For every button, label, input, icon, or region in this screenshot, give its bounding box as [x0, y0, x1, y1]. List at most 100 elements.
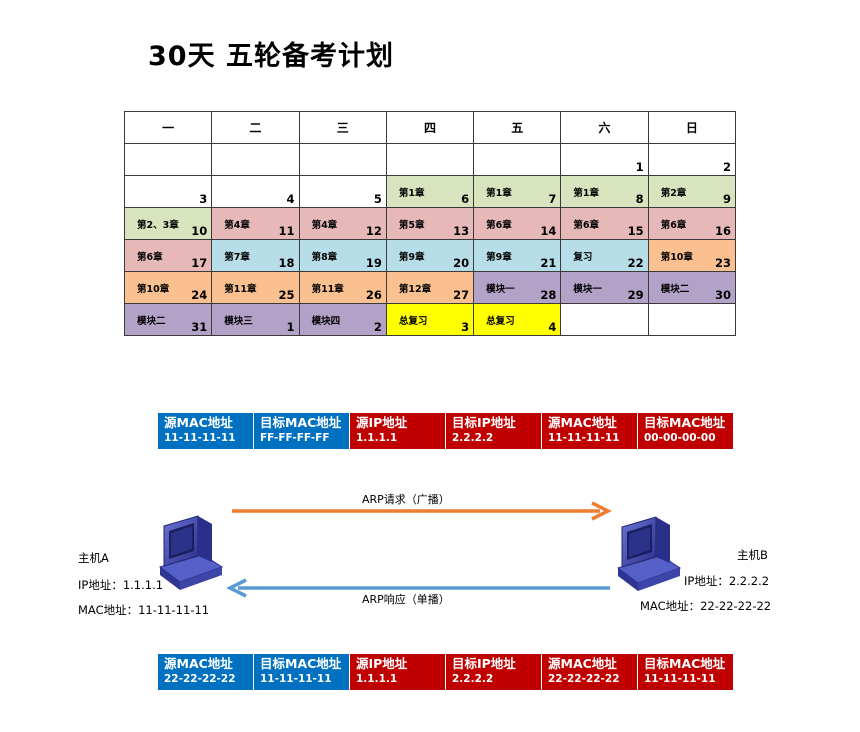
computer-icon	[617, 516, 681, 592]
study-topic-label: 模块四	[311, 316, 341, 327]
arp-reply-packet: 源MAC地址 22-22-22-22 目标MAC地址 11-11-11-11 源IP地址…	[158, 654, 733, 690]
weekday-header: 二	[211, 111, 300, 144]
study-topic-label: 第6章	[573, 220, 600, 231]
study-topic-label: 模块一	[573, 284, 602, 295]
study-topic-label: 模块一	[486, 284, 515, 295]
field-value: 11-11-11-11	[260, 673, 332, 685]
calendar-day-cell: 模块一 29	[560, 271, 649, 304]
calendar-day-cell: 1	[560, 143, 649, 176]
day-number: 5	[373, 192, 382, 206]
field-value: FF-FF-FF-FF	[260, 432, 330, 444]
study-topic-label: 模块二	[137, 316, 166, 327]
day-number: 30	[714, 288, 731, 302]
field-name: 源MAC地址	[548, 415, 617, 430]
day-number: 2	[722, 160, 731, 174]
study-topic-label: 第4章	[224, 220, 250, 231]
calendar-day-cell: 5	[298, 175, 387, 208]
page-title: 30天 五轮备考计划	[148, 41, 394, 72]
field-value: 1.1.1.1	[356, 673, 398, 685]
study-topic-label: 第5章	[398, 220, 425, 231]
packet-field: 目标MAC地址 00-00-00-00	[638, 413, 733, 449]
field-name: 源MAC地址	[548, 656, 617, 671]
day-number: 8	[635, 192, 644, 206]
day-number: 24	[191, 288, 208, 302]
calendar-day-cell	[385, 143, 475, 176]
field-name: 源IP地址	[356, 656, 408, 671]
day-number: 26	[365, 288, 382, 302]
day-number: 3	[461, 320, 470, 334]
study-topic-label: 第4章	[311, 220, 338, 231]
calendar-day-cell: 第9章 21	[473, 239, 562, 272]
field-name: 目标MAC地址	[260, 656, 342, 671]
study-topic-label: 模块二	[660, 284, 690, 295]
field-name: 目标IP地址	[452, 656, 516, 671]
field-value: 1.1.1.1	[356, 432, 398, 444]
host-b-ip: IP地址：2.2.2.2	[684, 574, 770, 588]
calendar-day-cell	[473, 143, 562, 176]
packet-field: 源IP地址 1.1.1.1	[350, 413, 446, 449]
day-number: 23	[714, 256, 731, 270]
day-number: 11	[278, 224, 295, 238]
day-number: 21	[540, 256, 557, 270]
day-number: 9	[722, 192, 731, 206]
day-number: 20	[453, 256, 470, 270]
day-number: 12	[365, 224, 382, 238]
host-b-name: 主机B	[737, 548, 768, 562]
study-topic-label: 第6章	[660, 220, 687, 231]
day-number: 6	[461, 192, 470, 206]
arp-reply-label: ARP响应（单播）	[362, 593, 450, 606]
field-name: 目标MAC地址	[644, 415, 726, 430]
day-number: 17	[191, 256, 208, 270]
calendar-day-cell: 3	[123, 175, 213, 208]
calendar-day-cell: 2	[647, 143, 737, 176]
weekday-header: 六	[560, 111, 649, 144]
study-topic-label: 第1章	[573, 188, 600, 199]
packet-field: 目标MAC地址 11-11-11-11	[254, 654, 350, 690]
weekday-header: 一	[123, 111, 213, 144]
day-number: 3	[199, 192, 208, 206]
study-topic-label: 第10章	[137, 284, 170, 295]
day-number: 29	[627, 288, 644, 302]
day-number: 4	[286, 192, 295, 206]
calendar-day-cell	[647, 303, 737, 336]
field-value: 22-22-22-22	[548, 673, 620, 685]
field-name: 目标IP地址	[452, 415, 516, 430]
study-topic-label: 复习	[573, 252, 593, 263]
day-number: 2	[373, 320, 382, 334]
field-value: 00-00-00-00	[644, 432, 716, 444]
calendar-day-cell: 模块四 2	[298, 303, 387, 336]
field-name: 源MAC地址	[164, 415, 233, 430]
study-topic-label: 第12章	[398, 284, 432, 295]
computer-icon	[159, 515, 223, 591]
host-a-mac: MAC地址：11-11-11-11	[78, 603, 210, 617]
calendar-day-cell: 第4章 11	[211, 207, 300, 240]
field-value: 11-11-11-11	[548, 432, 620, 444]
day-number: 7	[548, 192, 557, 206]
study-topic-label: 第9章	[486, 252, 512, 263]
day-number: 13	[453, 224, 470, 238]
study-topic-label: 第6章	[486, 220, 512, 231]
field-name: 源IP地址	[356, 415, 408, 430]
day-number: 19	[365, 256, 382, 270]
study-topic-label: 总复习	[398, 316, 428, 327]
study-topic-label: 总复习	[486, 316, 515, 327]
day-number: 22	[627, 256, 644, 270]
calendar-header-row: 一二三四五六日	[123, 111, 737, 144]
